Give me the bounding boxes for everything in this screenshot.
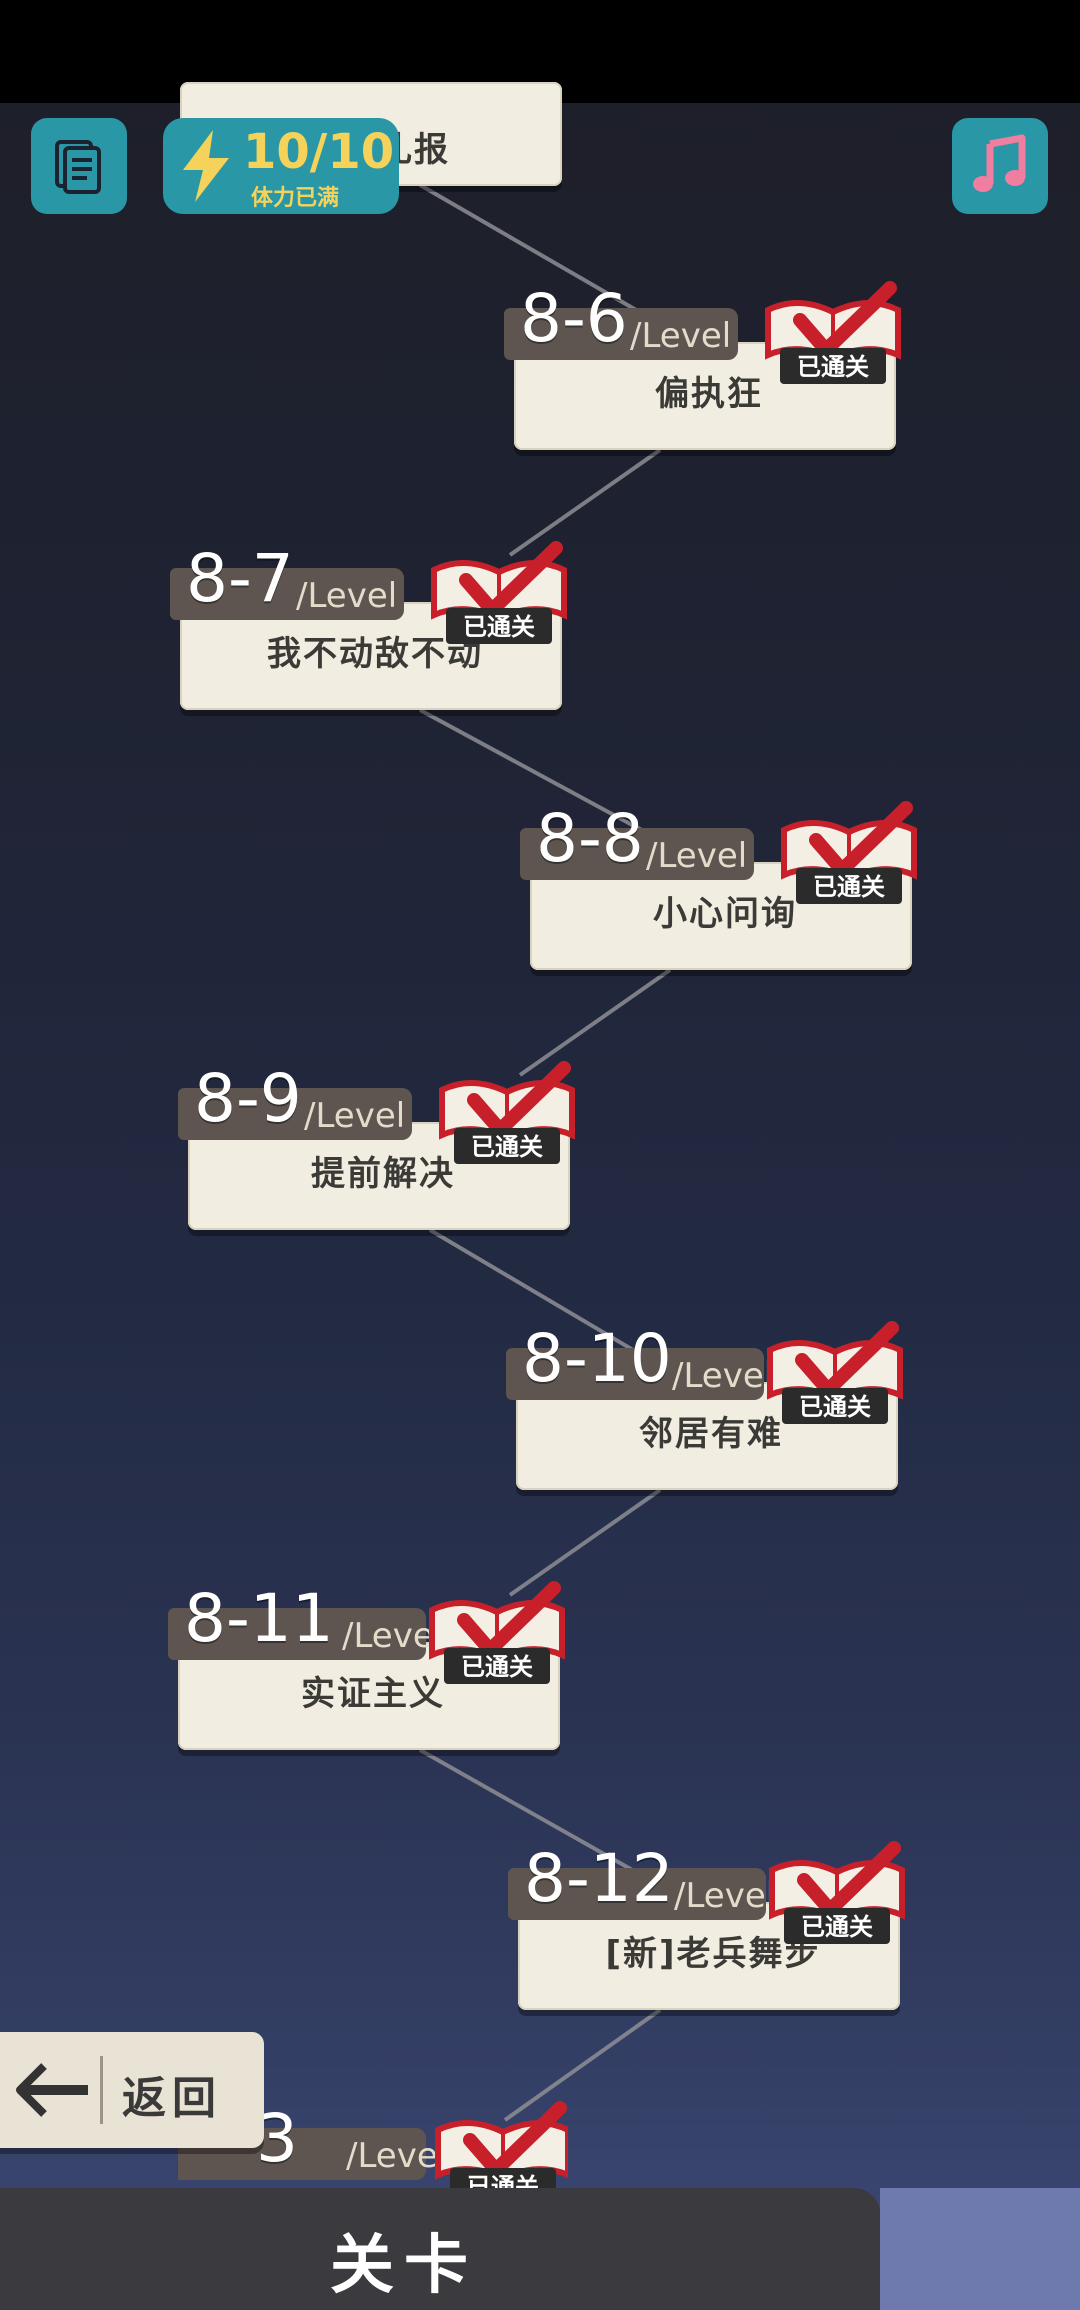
cleared-badge-icon: 已通关 — [769, 1841, 905, 1944]
level-sub-label: /Level — [346, 2136, 448, 2176]
level-number: 8-7 — [186, 540, 294, 617]
level-sub-label: /Level — [304, 1096, 406, 1136]
music-button[interactable] — [952, 118, 1048, 214]
music-note-icon — [973, 134, 1026, 192]
energy-value: 10/10 — [243, 124, 395, 180]
cleared-badge-icon: 已通关 — [781, 801, 917, 904]
back-divider — [100, 2056, 103, 2124]
level-sub-label: /Level — [630, 316, 732, 356]
level-title: 小心问询 — [653, 894, 797, 934]
level-number-tab — [178, 1088, 412, 1140]
level-number-tab — [168, 1608, 426, 1660]
back-button[interactable]: 返回 — [0, 2032, 264, 2148]
level-title: 实证主义 — [301, 1674, 445, 1714]
cleared-badge-icon: 已通关 — [765, 281, 901, 384]
bottom-tab-levels[interactable]: 关卡 — [0, 2188, 880, 2310]
level-sub-label: /Level — [342, 1616, 444, 1656]
document-icon — [55, 140, 101, 194]
cleared-badge-icon: 已通关 — [431, 541, 567, 644]
level-number-tab — [170, 568, 404, 620]
level-node-8-9[interactable]: 8-9 /Level 提前解决 已通关 — [178, 1060, 578, 1245]
cleared-badge-icon: 已通关 — [429, 1581, 565, 1684]
level-number-tab — [506, 1348, 764, 1400]
level-node-8-7[interactable]: 8-7 /Level 我不动敌不动 已通关 — [170, 540, 570, 725]
cleared-badge-icon: 已通关 — [767, 1321, 903, 1424]
svg-text:已通关: 已通关 — [471, 1133, 543, 1161]
cleared-badge-icon: 已通关 — [439, 1061, 575, 1164]
cleared-badge-icon: 已通关 — [435, 2101, 568, 2188]
level-node-8-8[interactable]: 8-8 /Level 小心问询 已通关 — [520, 800, 920, 985]
svg-text:已通关: 已通关 — [797, 353, 869, 381]
bottom-tab-label: 关卡 — [330, 2229, 478, 2303]
level-title: 邻居有难 — [639, 1414, 783, 1454]
level-number: 8-6 — [520, 280, 628, 357]
level-node-8-11[interactable]: 8-11 /Level 实证主义 已通关 — [168, 1580, 568, 1765]
svg-text:已通关: 已通关 — [799, 1393, 871, 1421]
svg-text:已通关: 已通关 — [467, 2173, 539, 2188]
level-number: 8-11 — [184, 1580, 334, 1657]
level-title: 提前解决 — [311, 1154, 455, 1194]
document-button[interactable] — [31, 118, 127, 214]
level-node-8-12[interactable]: 8-12 /Level [新]老兵舞步 已通关 — [508, 1840, 908, 2025]
svg-text:已通关: 已通关 — [801, 1913, 873, 1941]
level-number: 8-8 — [536, 800, 644, 877]
lightning-icon — [183, 130, 229, 202]
level-sub-label: /Level — [674, 1876, 776, 1916]
level-node-8-10[interactable]: 8-10 /Level 邻居有难 已通关 — [506, 1320, 906, 1505]
level-node-8-6[interactable]: 8-6 /Level 偏执狂 已通关 — [504, 280, 904, 465]
level-title: 偏执狂 — [655, 374, 763, 414]
bottom-right-panel — [880, 2188, 1080, 2310]
level-sub-label: /Level — [296, 576, 398, 616]
level-sub-label: /Level — [672, 1356, 774, 1396]
level-title: [新]老兵舞步 — [605, 1934, 821, 1974]
back-label: 返回 — [122, 2073, 222, 2124]
level-number-tab — [508, 1868, 766, 1920]
level-title: 我不动敌不动 — [267, 634, 483, 674]
level-number-tab — [504, 308, 738, 360]
level-number: 8-9 — [194, 1060, 302, 1137]
svg-text:已通关: 已通关 — [461, 1653, 533, 1681]
arrow-left-icon — [16, 2063, 88, 2117]
energy-indicator[interactable]: 10/10 体力已满 — [163, 118, 399, 214]
level-number: 8-10 — [522, 1320, 672, 1397]
level-number-tab — [520, 828, 754, 880]
level-sub-label: /Level — [646, 836, 748, 876]
svg-text:已通关: 已通关 — [463, 613, 535, 641]
level-number: 8-12 — [524, 1840, 674, 1917]
energy-label: 体力已满 — [251, 186, 340, 211]
svg-text:已通关: 已通关 — [813, 873, 885, 901]
